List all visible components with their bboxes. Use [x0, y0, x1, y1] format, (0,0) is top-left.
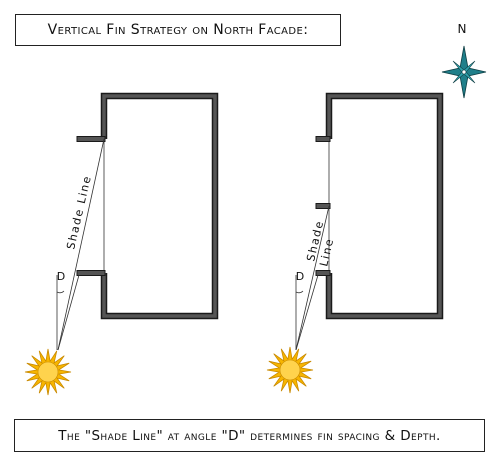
- sun-icon: [266, 346, 314, 394]
- right-fin-middle: [315, 203, 331, 209]
- left-fin-bottom: [76, 270, 106, 276]
- right-angle-label: D: [296, 270, 304, 283]
- left-shade-line: [57, 138, 105, 351]
- right-shade-label-line2: Line: [317, 237, 336, 268]
- compass-rose-icon: N: [441, 22, 487, 99]
- title-box: Vertical Fin Strategy on North Facade:: [15, 14, 341, 46]
- right-fin-bottom: [315, 270, 331, 276]
- sun-icon: [24, 348, 72, 396]
- diagram-title: Vertical Fin Strategy on North Facade:: [47, 22, 309, 38]
- north-label: N: [458, 22, 467, 36]
- left-shade-label: Shade Line: [64, 174, 94, 251]
- caption-box: The "Shade Line" at angle "D" determines…: [14, 419, 485, 452]
- left-floor-plan: Shade Line D: [56, 92, 219, 351]
- diagram-caption: The "Shade Line" at angle "D" determines…: [58, 427, 441, 444]
- left-fin-top: [76, 136, 106, 142]
- left-angle-label: D: [57, 270, 65, 283]
- left-plan-walls: [100, 92, 219, 320]
- right-shade-line: [295, 205, 330, 351]
- right-plan-walls: [325, 92, 444, 320]
- right-floor-plan: Shade Line D: [295, 92, 444, 351]
- right-fin-top: [315, 136, 331, 142]
